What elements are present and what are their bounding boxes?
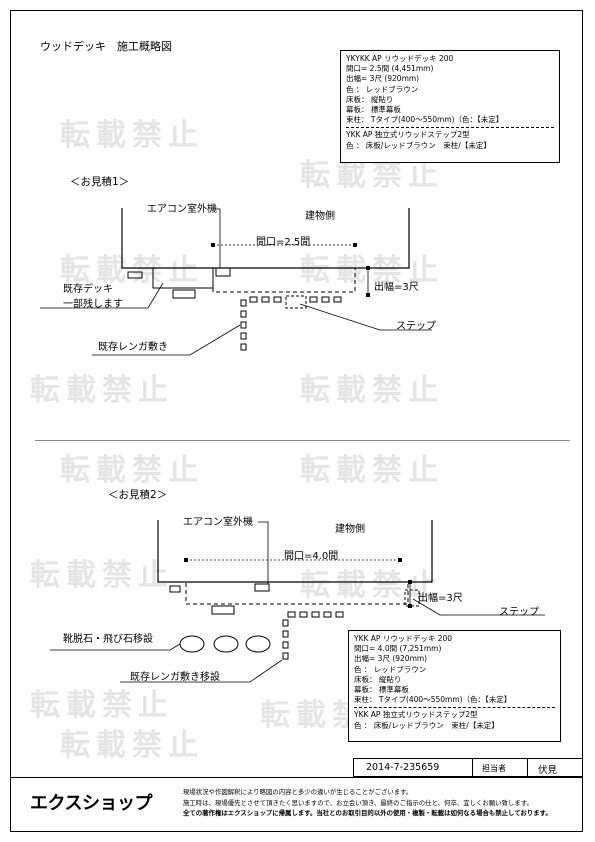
spec-line: 間口= 2.5間 (4,451mm) [346,64,434,74]
footer-note: 施工時は、現場優先とさせて頂きたく思いますので、お立会い頂き、最終のご指示の仕と… [183,798,533,807]
watermark: 転載禁止 [60,118,204,153]
footer-rule [10,777,583,778]
ac-unit-label: エアコン室外機 [183,517,253,528]
step [285,295,307,309]
estimate1-spec-box: YKYKK AP リウッドデッキ 200 間口= 2.5間 (4,451mm) … [340,50,560,163]
brick-label: 既存レンガ敷き [98,342,168,353]
depth-label: 出幅=3尺 [418,593,463,604]
building-label: 建物側 [335,524,365,535]
watermark: 転載禁止 [30,558,174,593]
spec-line: 幕板： 標準幕板 [354,685,409,695]
spec-line: 色 ： 床板/レッドブラウン 束柱/【未定】 [346,140,491,150]
page-title: ウッドデッキ 施工概略図 [40,40,172,53]
spec-line: 幕板： 標準幕板 [346,105,401,115]
footer-cell-divider [527,758,528,777]
staff-name: 伏見 [538,765,558,776]
spec-line: 床板： 縦貼り [346,94,394,104]
existing-deck-label: 一部残します [63,299,123,310]
footer-notes: 現場状況や作図解釈により略図の内容と多少の違いが生じることがございます。 施工時… [183,787,552,819]
deck-block [172,289,196,299]
watermark: 転載禁止 [300,158,444,193]
ac-unit-label: エアコン室外機 [147,204,217,215]
new-deck [185,581,409,605]
spec-line: YKK AP 独立式リウッドステップ2型 [346,130,470,140]
span-label: 間口=2.5間 [256,237,311,248]
brick-row [287,611,344,618]
spec-line: YKK AP 独立式リウッドステップ2型 [354,710,478,720]
spec-line: YKYKK AP リウッドデッキ 200 [346,54,454,63]
estimate2-spec-box: YKK AP リウッドデッキ 200 間口= 4.0間 (7,251mm) 出幅… [348,630,561,742]
spec-line: 間口= 4.0間 (7,251mm) [354,644,442,654]
step-label: ステップ [396,321,436,332]
spec-line: 色 ： 床板/レッドブラウン 束柱/【未定】 [354,720,499,730]
brick-row [249,296,342,303]
ac-unit [254,583,270,592]
spec-line: 色 ： レッドブラウン [354,664,427,674]
brick-column [282,619,289,660]
spec-line: 束柱： Tタイプ(400～550mm)（色：【未定】 [354,695,512,705]
spec-line: 束柱： Tタイプ(400～550mm)（色：【未定】 [346,115,504,125]
new-deck [212,267,356,293]
building-label: 建物側 [305,211,335,222]
watermark: 転載禁止 [300,568,444,603]
watermark: 転載禁止 [60,728,204,763]
deck-block [127,271,143,279]
existing-deck-label: 既存デッキ [63,284,113,295]
watermark: 転載禁止 [300,373,444,408]
deck-block [211,605,235,615]
spec-line: YKK AP リウッドデッキ 200 [354,634,453,643]
footer-note: 全ての著作権はエクスショップに帰属します。当社とのお取引目的以外の使用・複製・転… [183,809,552,817]
page-frame [10,10,583,832]
depth-label: 出幅=3尺 [374,282,419,293]
spec-line: 出幅= 3尺 (920mm) [346,74,420,84]
footer-cell-divider [472,758,473,777]
watermark: 転載禁止 [300,253,444,288]
watermark: 転載禁止 [60,253,204,288]
brick-column [240,299,247,351]
step-label: ステップ [499,607,539,618]
spec-line: 出幅= 3尺 (920mm) [354,654,428,664]
watermark: 転載禁止 [30,373,174,408]
document-info-row: 2014-7-235659 担当者 伏見 [353,758,583,777]
watermark: 転載禁止 [30,688,174,723]
document-number: 2014-7-235659 [366,762,440,773]
span-label: 間口=4.0間 [284,551,339,562]
watermark: 転載禁止 [300,453,444,488]
section-divider [35,440,570,441]
estimate2-heading: ＜お見積2＞ [108,489,168,501]
stones-label: 靴脱石・飛び石移設 [63,634,153,645]
footer-note: 現場状況や作図解釈により略図の内容と多少の違いが生じることがございます。 [183,788,413,796]
stepping-stones [179,635,271,653]
company-logo: エクスショップ [30,793,152,814]
brick-label: 既存レンガ敷き移設 [130,672,220,683]
watermark: 転載禁止 [60,453,204,488]
step [404,589,420,607]
spec-line: 色 ： レッドブラウン [346,84,419,94]
estimate1-heading: ＜お見積1＞ [70,176,130,188]
spec-line: 床板： 縦貼り [354,674,402,684]
staff-label: 担当者 [482,764,506,773]
